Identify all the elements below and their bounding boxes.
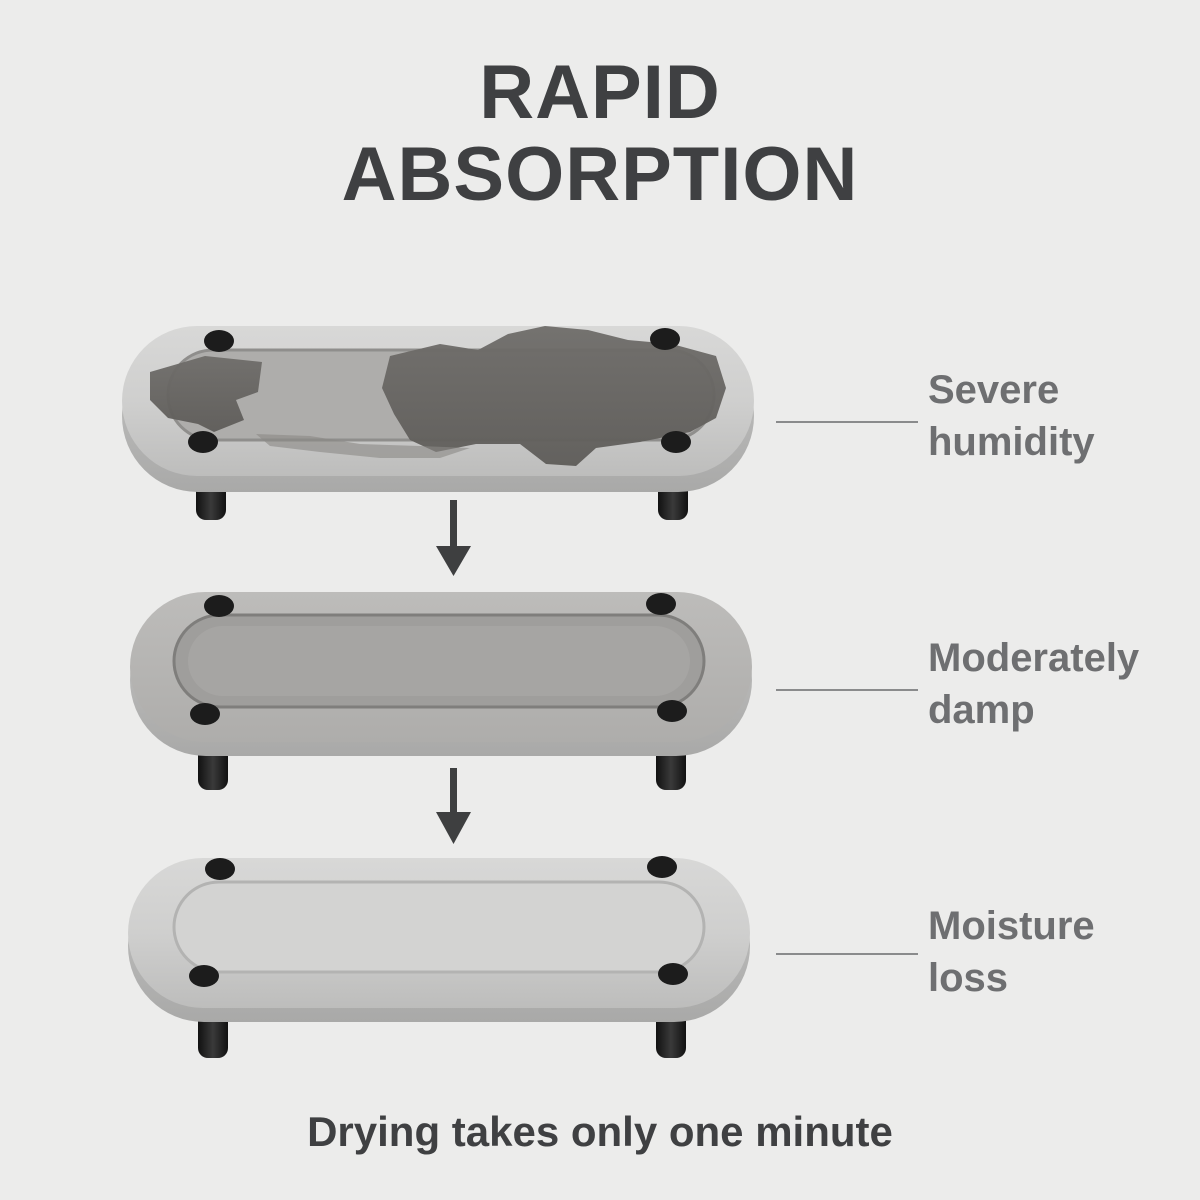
tray-moisture-loss bbox=[128, 856, 750, 1058]
wet-patch bbox=[256, 434, 470, 458]
down-arrow-icon bbox=[436, 768, 471, 844]
stage-label-moderate: Moderately damp bbox=[928, 632, 1139, 736]
stage-label-line-1: Severe bbox=[928, 368, 1060, 412]
headline-line-2: ABSORPTION bbox=[341, 132, 859, 217]
stage-label-line-2: damp bbox=[928, 688, 1035, 732]
tray-severe-humidity bbox=[122, 326, 754, 520]
down-arrow-icon bbox=[436, 500, 471, 576]
tray-foot-pad bbox=[204, 595, 234, 617]
tray-foot-pad bbox=[204, 330, 234, 352]
tray-foot-pad bbox=[650, 328, 680, 350]
headline-line-1: RAPID bbox=[479, 50, 721, 135]
tray-moderately-damp bbox=[130, 592, 752, 790]
stage-label-severe: Severe humidity bbox=[928, 364, 1095, 468]
stage-label-line-1: Moisture bbox=[928, 904, 1095, 948]
tray-inner-recess bbox=[172, 880, 706, 974]
tray-foot-pad bbox=[658, 963, 688, 985]
tray-foot-pad bbox=[647, 856, 677, 878]
caption: Drying takes only one minute bbox=[307, 1108, 893, 1155]
tray-foot-pad bbox=[205, 858, 235, 880]
tray-foot-pad bbox=[190, 703, 220, 725]
tray-foot-pad bbox=[646, 593, 676, 615]
stage-label-dry: Moisture loss bbox=[928, 900, 1095, 1004]
stage-label-line-2: loss bbox=[928, 956, 1009, 1000]
wet-patch bbox=[382, 326, 726, 466]
wet-patch bbox=[150, 356, 262, 432]
tray-foot-pad bbox=[188, 431, 218, 453]
stage-label-line-1: Moderately bbox=[928, 636, 1140, 680]
tray-foot-pad bbox=[657, 700, 687, 722]
tray-foot-pad bbox=[189, 965, 219, 987]
headline: RAPID ABSORPTION bbox=[0, 52, 1200, 216]
tray-foot-pad bbox=[661, 431, 691, 453]
stage-label-line-2: humidity bbox=[928, 420, 1095, 464]
